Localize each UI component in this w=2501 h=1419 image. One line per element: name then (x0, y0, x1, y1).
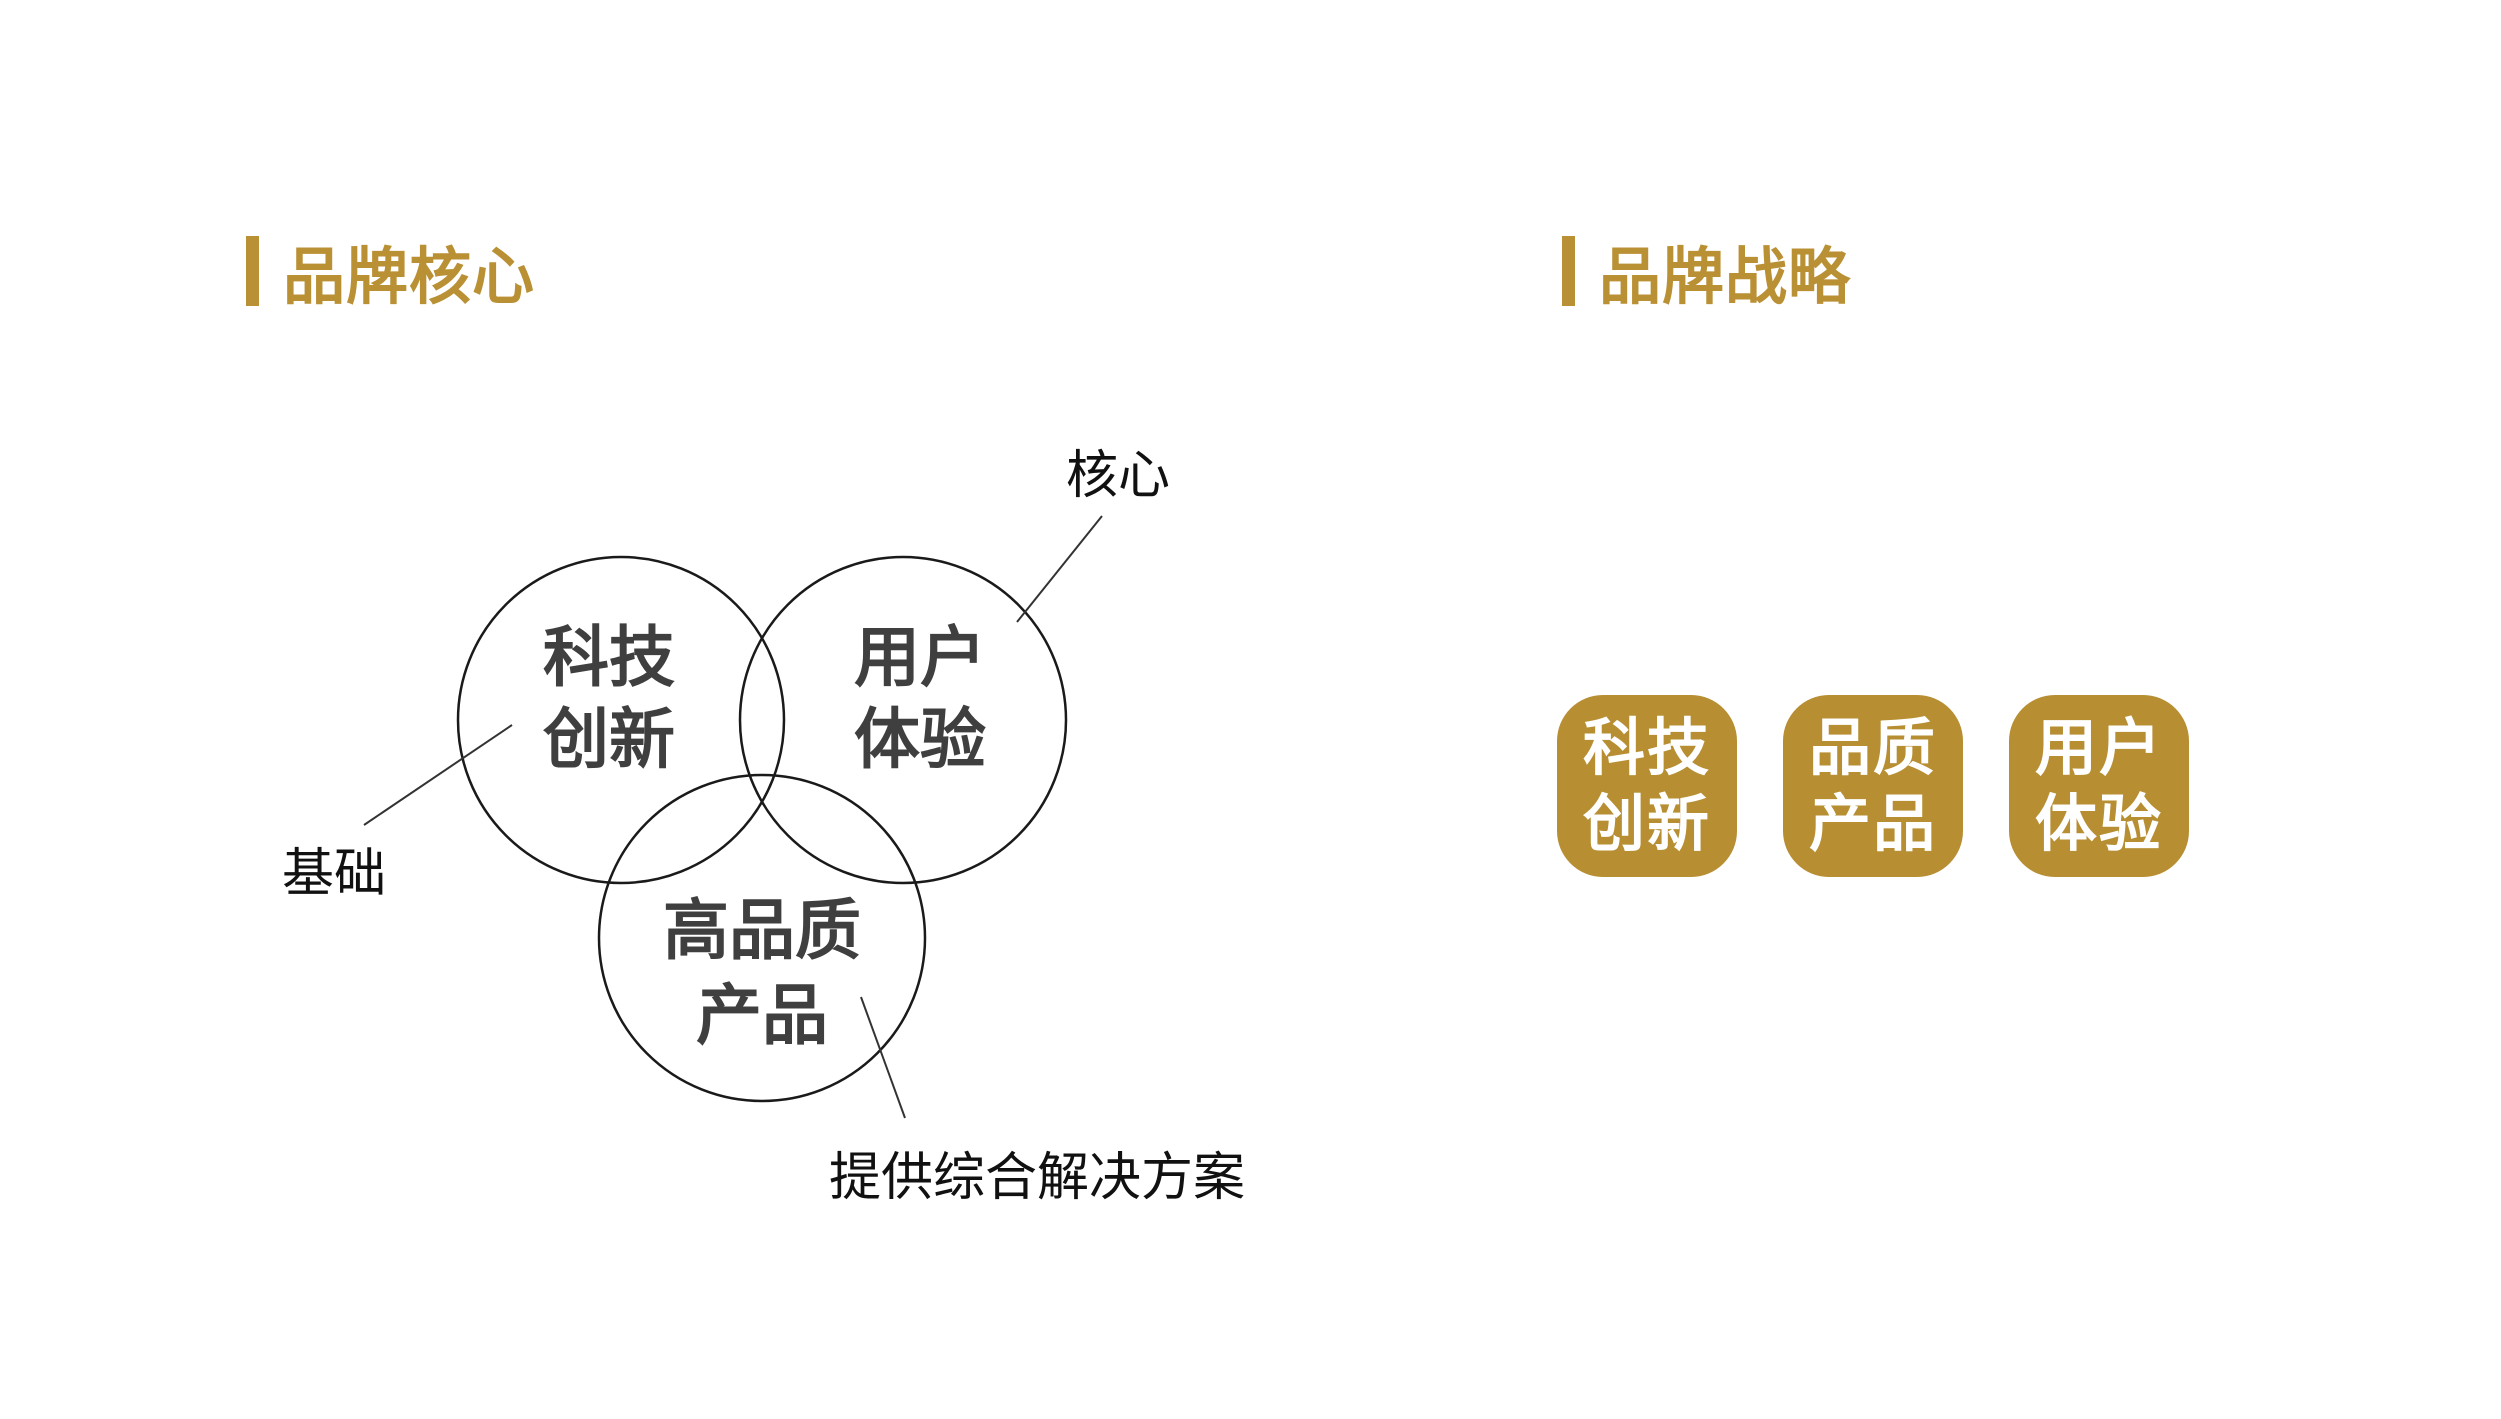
circle-ux-line2: 体验 (854, 701, 986, 778)
section-title-brand-strategy: 品牌战略 (1562, 236, 1851, 313)
section-title-text: 品牌战略 (1599, 240, 1852, 313)
strategy-card-line1: 品质 (1808, 711, 1937, 784)
strategy-card-line2: 体验 (2034, 787, 2163, 860)
section-title-brand-core: 品牌核心 (246, 236, 535, 313)
strategy-card-line2: 产品 (1808, 787, 1937, 860)
leader-line-core (1016, 515, 1103, 623)
strategy-card-line1: 用户 (2034, 711, 2163, 784)
circle-user-experience (738, 555, 1068, 885)
section-title-text: 品牌核心 (283, 240, 536, 313)
annotation-core: 核心 (1066, 446, 1170, 506)
circle-quality-product (597, 773, 927, 1103)
circle-quality-line2: 产品 (696, 977, 828, 1054)
strategy-card-quality-product: 品质 产品 (1783, 695, 1963, 877)
leader-line-foundation (363, 724, 513, 826)
circle-tech-line2: 创新 (543, 701, 675, 778)
circle-quality-line1: 高品质 (663, 892, 861, 969)
annotation-solution: 提供综合解决方案 (829, 1148, 1245, 1208)
circle-tech-line1: 科技 (543, 619, 675, 696)
circle-tech-innovation (456, 555, 786, 885)
leader-line-solution (860, 996, 906, 1119)
strategy-card-row: 科技 创新 品质 产品 用户 体验 (1557, 695, 2189, 877)
title-accent-bar (246, 236, 259, 306)
title-accent-bar (1562, 236, 1575, 306)
annotation-foundation: 基础 (282, 844, 386, 904)
strategy-card-tech-innovation: 科技 创新 (1557, 695, 1737, 877)
strategy-card-user-experience: 用户 体验 (2009, 695, 2189, 877)
strategy-card-line2: 创新 (1582, 787, 1711, 860)
strategy-card-line1: 科技 (1582, 711, 1711, 784)
circle-ux-line1: 用户 (854, 619, 986, 696)
